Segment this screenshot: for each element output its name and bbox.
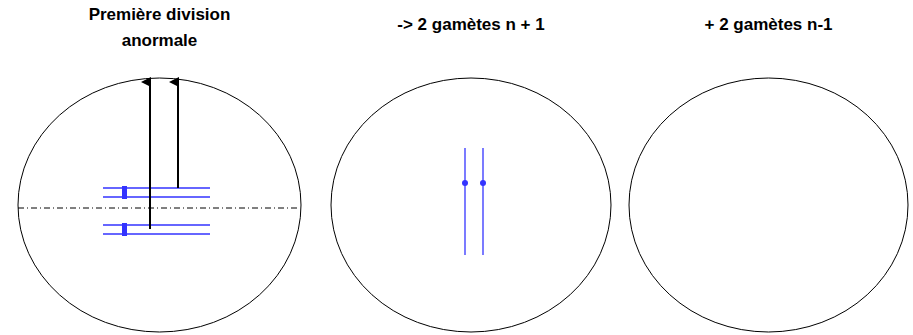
migration-arrow — [177, 82, 179, 188]
centromere — [122, 186, 127, 199]
migration-arrow — [149, 82, 151, 229]
cell-circle: Première division anormale — [17, 77, 302, 333]
cell-outline — [628, 77, 909, 333]
stage-heading: Première division anormale — [52, 2, 267, 54]
centromere — [122, 223, 127, 236]
cell-outline — [17, 77, 302, 333]
equatorial-plate — [18, 208, 300, 209]
chromosome-pair — [103, 188, 210, 234]
cell-circle: -> 2 gamètes n + 1 — [330, 77, 612, 333]
centromere — [462, 180, 468, 186]
cell-circle: + 2 gamètes n-1 — [628, 77, 909, 333]
stage-heading: -> 2 gamètes n + 1 — [330, 12, 612, 38]
centromere — [480, 180, 486, 186]
stage-heading: + 2 gamètes n-1 — [628, 12, 909, 38]
cell-outline — [330, 77, 612, 333]
chromosome — [465, 148, 483, 255]
